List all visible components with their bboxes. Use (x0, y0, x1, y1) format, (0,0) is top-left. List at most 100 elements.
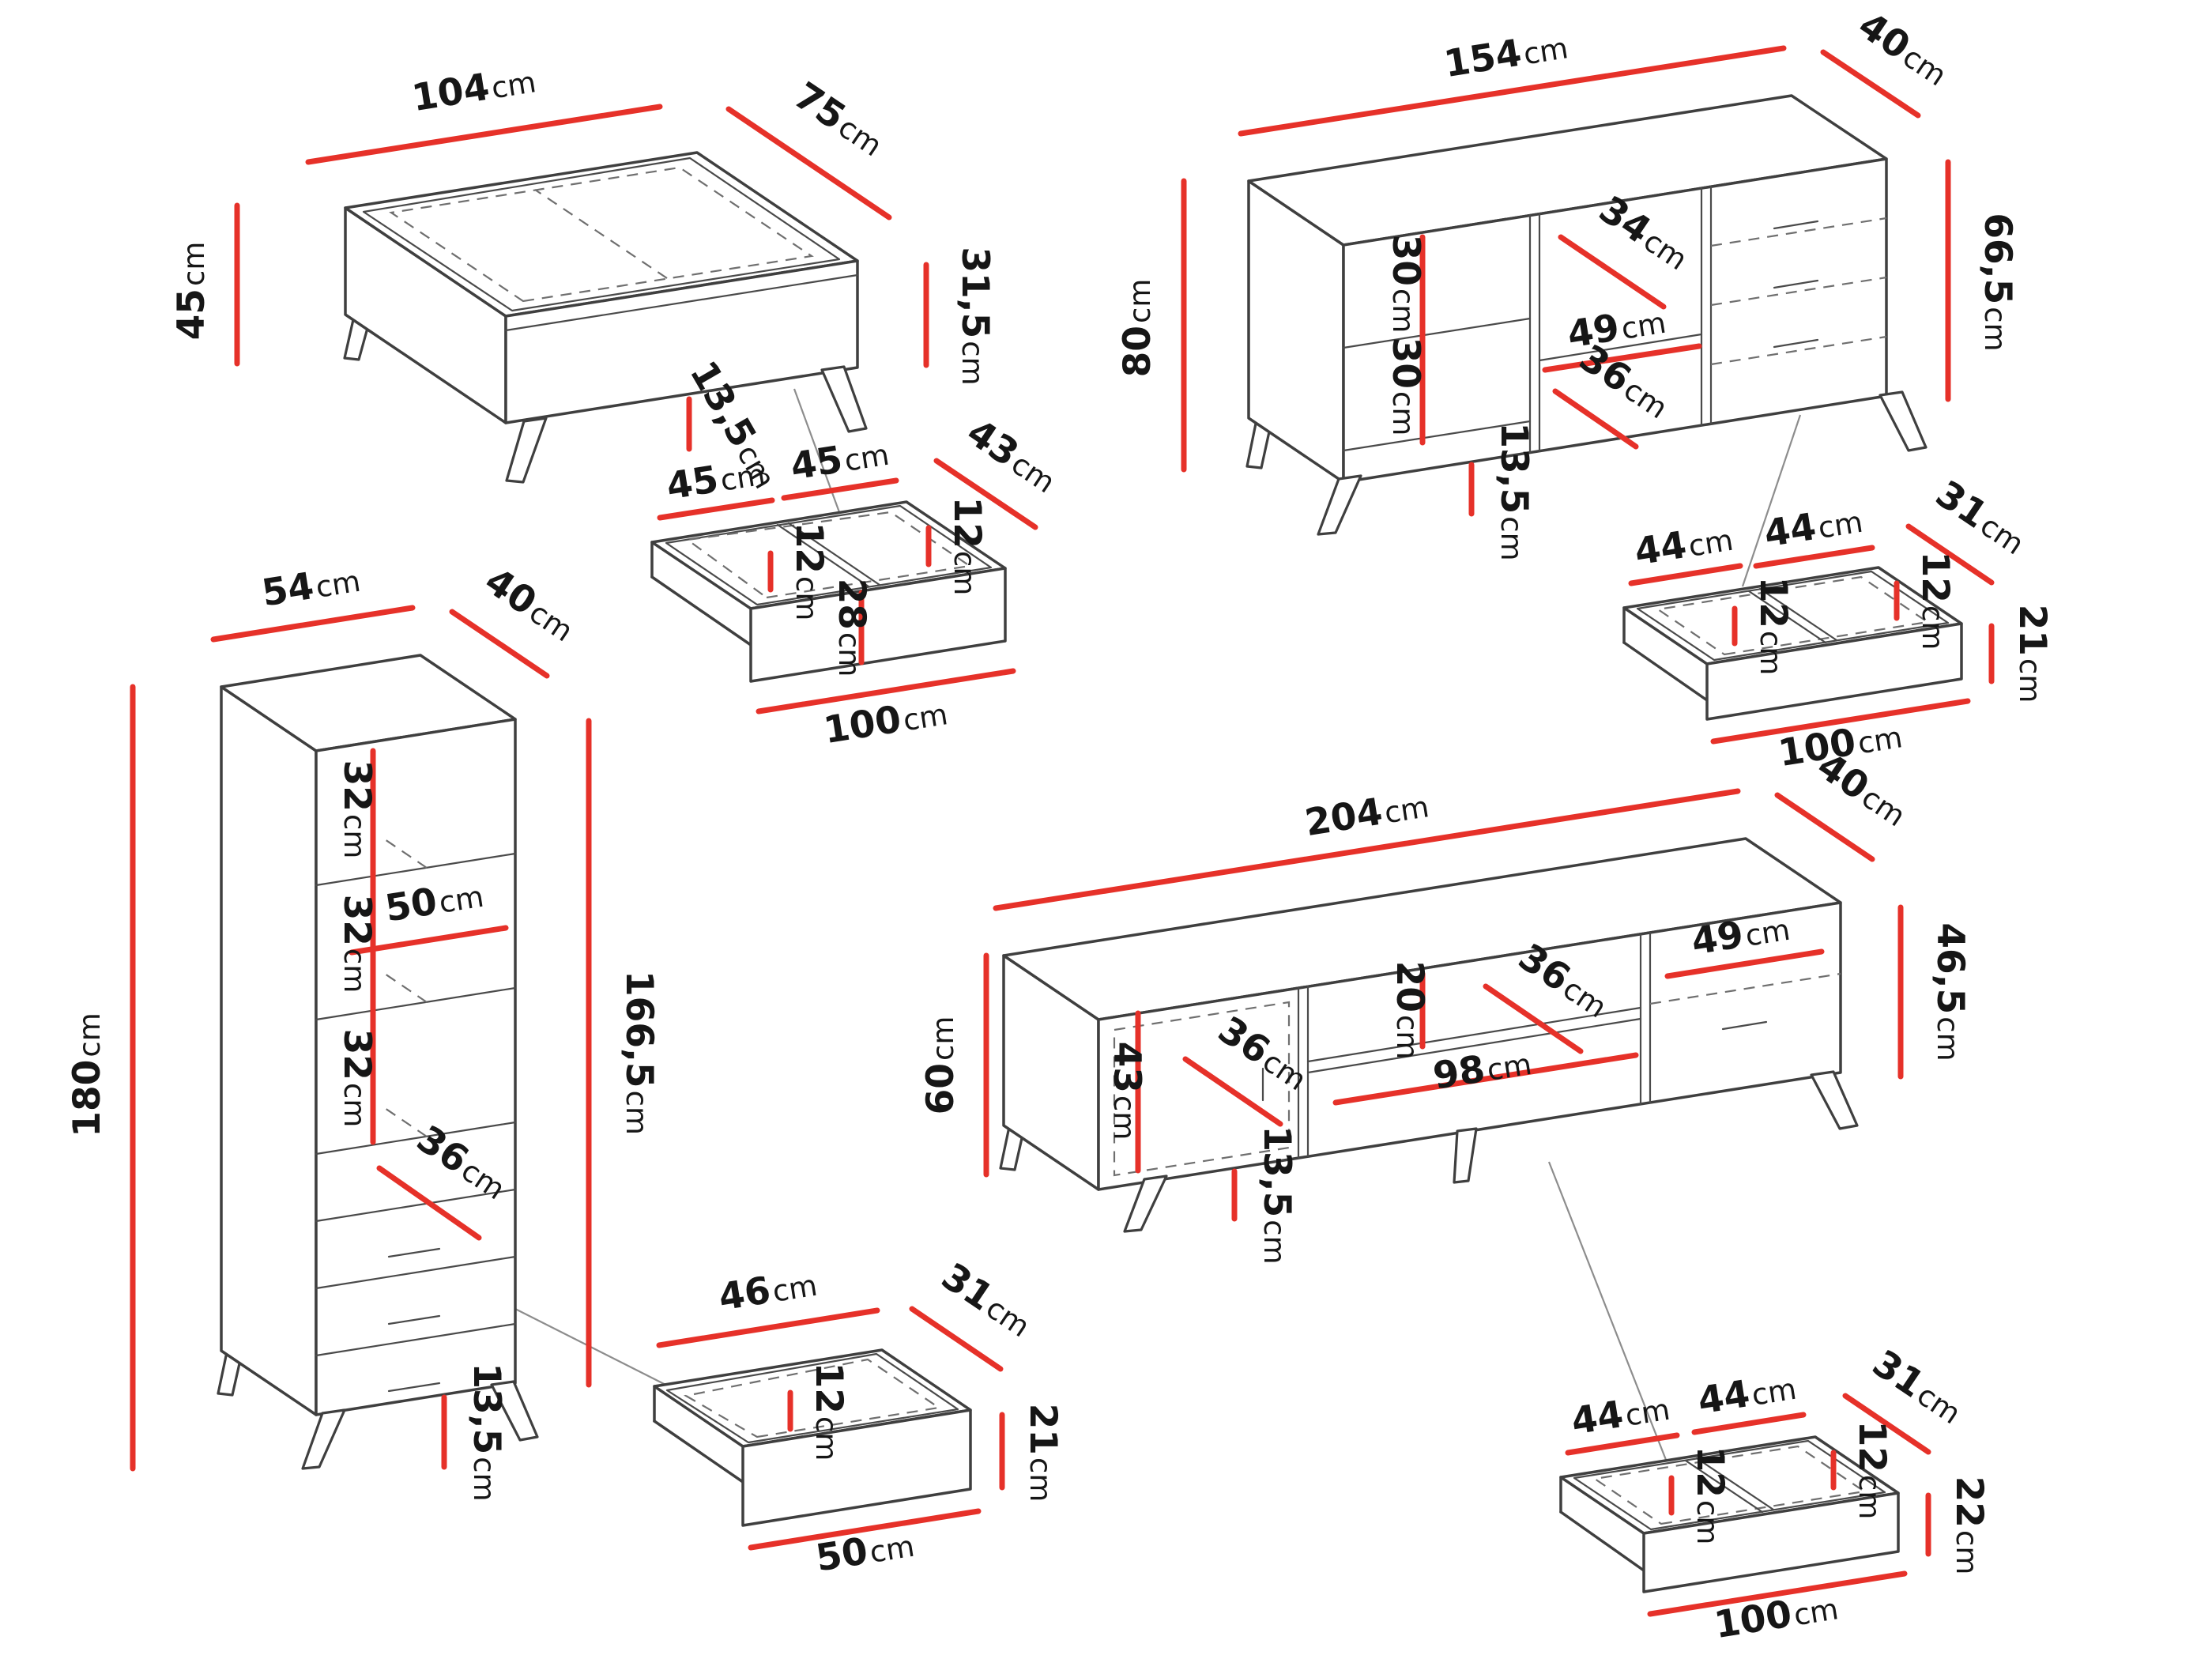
sideboard-drawer-front-height-label: 21cm (2010, 605, 2054, 703)
sideboard-diagram: 154cm 40cm 80cm 66,5cm 30cm 30cm 34cm 49… (1116, 3, 2019, 560)
tall-cabinet-height-label: 180cm (66, 1012, 109, 1137)
tall-cabinet-shelf (315, 852, 517, 887)
coffee-drawer-front-panel (749, 567, 1007, 683)
tall-cabinet-shelf-depth-hint (382, 971, 428, 1003)
sideboard-depth-dim-line (1820, 49, 1921, 119)
sideboard-drawer-line (1710, 217, 1887, 247)
tall-cabinet-drawer-line (315, 1322, 517, 1357)
tv-drawer-left-inner-label: 12cm (1688, 1446, 1732, 1545)
tv-stand-depth-dim-line (1774, 792, 1875, 862)
tv-stand-middle-leg (1453, 1127, 1478, 1184)
coffee-drawer-floor (685, 511, 972, 599)
tall-cabinet-drawer-line (315, 1255, 517, 1290)
tv-drawer-depth-dim-line (1842, 1393, 1931, 1455)
coffee-table-inner-rim (362, 156, 841, 312)
sideboard-height-label: 80cm (1116, 279, 1159, 378)
tv-drawer-divider (1684, 1459, 1764, 1514)
tv-stand-drawer-diagram: 44cm 44cm 31cm 12cm 12cm 22cm 100cm (1559, 1341, 1991, 1647)
tv-stand-right-handle (1721, 1020, 1768, 1031)
tall-cabinet-leg-height-label: 13,5cm (465, 1363, 508, 1501)
tall-cabinet-width-dim-line (210, 605, 416, 643)
tv-drawer-right-inner-label: 12cm (1850, 1421, 1894, 1520)
coffee-table-apron-line (504, 273, 859, 332)
tv-stand-shelf-gap-label: 20cm (1388, 961, 1431, 1060)
sideboard-drawer-handle (1773, 338, 1819, 349)
sideboard-drawer-left-width-dim-line (1628, 563, 1743, 586)
tv-drawer-left-wall-bottom (1559, 1510, 1645, 1572)
tv-stand-width-label: 204cm (1302, 782, 1431, 845)
coffee-table-body-height-label: 31,5cm (953, 247, 997, 385)
tv-drawer-right-width-dim-line (1691, 1412, 1807, 1435)
sideboard-drawer-right-width-label: 44cm (1762, 498, 1866, 556)
tall-cabinet-gap2-label: 32cm (335, 895, 379, 994)
tv-stand-body-height-label: 46,5cm (1928, 922, 1972, 1061)
sideboard-drawer-front-panel (1705, 622, 1963, 721)
tv-stand-middle-width-dim-line (1332, 1052, 1639, 1106)
tv-stand-middle-diagonal-dim-line (1483, 983, 1584, 1054)
tall-cabinet-front-left-leg (301, 1408, 346, 1470)
coffee-drawer-right-width-dim-line (781, 477, 899, 501)
sideboard-drawer-line (1710, 276, 1887, 307)
tv-stand-width-dim-line (993, 788, 1741, 911)
tv-stand-middle-shelf (1306, 1017, 1642, 1074)
sideboard-lower-diagonal-dim-line (1552, 388, 1639, 450)
coffee-drawer-right-inner-label: 12cm (945, 497, 989, 596)
tv-drawer-left-width-dim-line (1565, 1432, 1680, 1456)
coffee-drawer-left-inner-label: 12cm (787, 522, 831, 621)
sideboard-front-left-leg (1317, 474, 1362, 536)
sideboard-drawer-line (1710, 335, 1887, 366)
tv-stand-diagram: 204cm 40cm 60cm 46,5cm 43cm 36cm 20cm 36… (919, 744, 1972, 1264)
coffee-table-interior-bottom (389, 166, 814, 303)
sideboard-front-right-leg (1879, 390, 1927, 452)
tall-cabinet-drawer-handle (387, 1314, 441, 1325)
coffee-drawer-front-width-dim-line (756, 668, 1016, 715)
single-drawer-front-width-label: 50cm (813, 1522, 918, 1581)
sideboard-drawer-right-width-dim-line (1753, 545, 1875, 569)
single-drawer-front-width-dim-line (748, 1508, 982, 1551)
coffee-drawer-front-height-label: 28cm (830, 579, 873, 677)
sideboard-shelf (1342, 420, 1532, 452)
tv-drawer-front-panel (1642, 1491, 1900, 1593)
tall-cabinet-diagram: 54cm 40cm 180cm 166,5cm 32cm 32cm 32cm 5… (66, 559, 661, 1501)
coffee-table-width-dim-line (305, 104, 663, 165)
tall-cabinet-shelf-depth-hint (382, 1106, 428, 1137)
tv-stand-middle-shelf (1306, 1006, 1642, 1063)
single-drawer-depth-dim-line (909, 1306, 1004, 1372)
single-drawer-floor (683, 1358, 941, 1438)
tv-drawer-front-width-dim-line (1647, 1570, 1908, 1617)
tall-cabinet-inner-width-label: 50cm (382, 873, 487, 931)
tv-drawer-left-width-label: 44cm (1569, 1386, 1673, 1444)
tv-drawer-divider (1695, 1457, 1775, 1511)
coffee-table-height-label: 45cm (170, 242, 213, 341)
sideboard-leg-height-label: 13,5cm (1492, 422, 1536, 560)
coffee-drawer-left-width-dim-line (657, 497, 775, 521)
tall-cabinet-gap1-label: 32cm (335, 760, 379, 859)
tv-stand-right-drawer-line (1649, 972, 1841, 1005)
coffee-table-front-right-leg (820, 365, 868, 433)
sideboard-lower-gap-label: 30cm (1384, 337, 1427, 436)
single-drawer-front-height-label: 21cm (1021, 1404, 1065, 1503)
coffee-table-drawer-diagram: 45cm 45cm 43cm 12cm 12cm 28cm 100cm (650, 410, 1061, 752)
single-drawer-width-label: 46cm (716, 1261, 820, 1320)
tall-cabinet-depth-dim-line (449, 609, 550, 679)
tv-stand-left-door (1113, 1001, 1291, 1177)
sideboard-drawer-handle (1773, 220, 1819, 230)
tv-stand-left-diagonal-dim-line (1182, 1056, 1283, 1127)
coffee-table-depth-dim-line (725, 106, 892, 221)
sideboard-drawer-left-width-label: 44cm (1632, 516, 1736, 575)
tall-cabinet-inner-width-dim-line (349, 925, 509, 956)
coffee-table-front-face (504, 259, 859, 424)
sideboard-drawer-left-inner-label: 12cm (1751, 577, 1795, 676)
single-drawer-left-wall-bottom (653, 1420, 744, 1484)
tv-stand-middle-width-label: 98cm (1430, 1040, 1535, 1099)
sideboard-drawer-diagram: 44cm 44cm 31cm 12cm 12cm 21cm 100cm (1622, 472, 2054, 775)
coffee-drawer-left-wall-bottom (650, 575, 752, 647)
coffee-table-front-left-leg (505, 417, 548, 484)
coffee-table-divider (534, 189, 668, 279)
sideboard-drawer-floor (1656, 575, 1930, 656)
sideboard-drawer-divider (1747, 590, 1827, 644)
sideboard-middle-shelf (1538, 333, 1703, 362)
sideboard-inner-width-dim-line (1542, 343, 1702, 373)
